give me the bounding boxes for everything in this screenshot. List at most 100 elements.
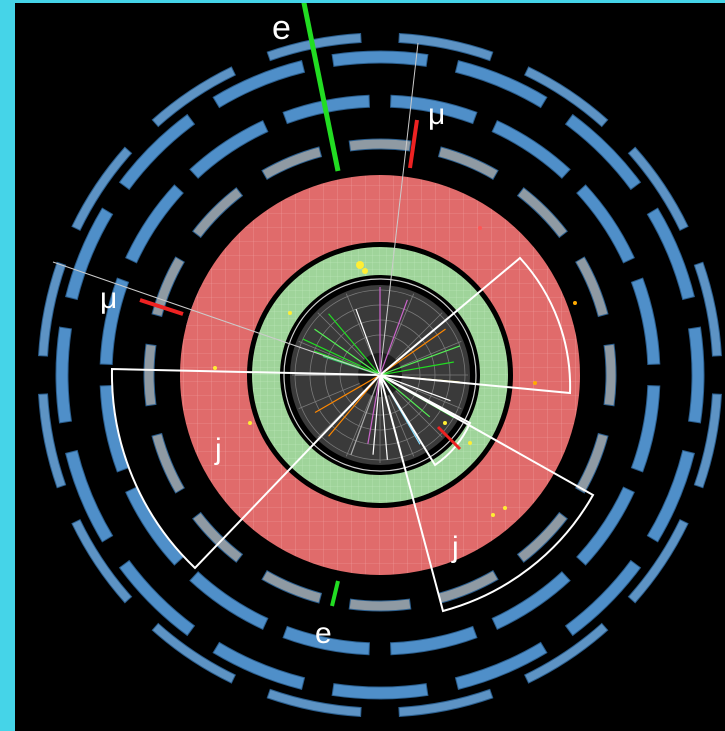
muon-chamber [38, 393, 67, 489]
muon-chamber [55, 326, 72, 424]
muon-chamber [261, 570, 323, 604]
track [314, 328, 381, 376]
muon-chamber [693, 393, 722, 489]
track [379, 361, 454, 376]
muon-chamber [491, 571, 571, 630]
track [379, 299, 408, 376]
energy-hit [356, 261, 364, 269]
energy-hit [491, 513, 495, 517]
jet-cone-upper-right [377, 256, 572, 395]
muon-chamber [516, 511, 568, 563]
energy-hit [288, 311, 292, 315]
energy-hit [573, 301, 577, 305]
energy-hit [478, 226, 482, 230]
jet-label-bottom: j [451, 531, 459, 564]
muon-chamber [125, 184, 184, 264]
event-display: e e μ μ j j [15, 3, 725, 731]
muon-chamber [630, 385, 661, 473]
energy-hit [248, 421, 252, 425]
muon-chamber [693, 261, 722, 357]
energy-hit [468, 441, 472, 445]
muon-chamber [454, 641, 548, 690]
muon-chamber [118, 559, 196, 637]
muon-chamber [348, 138, 412, 152]
muon-chamber [65, 449, 114, 543]
muon-chamber [99, 277, 130, 365]
muon-chamber [212, 60, 306, 109]
muon-chamber [71, 519, 133, 604]
event-display-svg: e e μ μ j j [38, 3, 722, 717]
muon-chamber [65, 207, 114, 301]
muon-chamber [99, 385, 130, 473]
muon-chamber [688, 326, 705, 424]
electron-track-bottom [330, 580, 340, 607]
muon-chamber [331, 50, 429, 67]
jet-label-left: j [214, 433, 222, 466]
muon-track-inner [436, 425, 462, 451]
muon-chamber [576, 184, 635, 264]
track [379, 345, 461, 376]
muon-chamber [524, 622, 609, 684]
muon-chamber [630, 277, 661, 365]
muon-chamber [603, 343, 617, 407]
muon-reference-line-top [379, 42, 419, 376]
muon-chamber [143, 343, 157, 407]
track [314, 374, 381, 414]
muon-chamber [646, 449, 695, 543]
muon-chamber [348, 598, 412, 612]
muon-chamber [564, 113, 642, 191]
energy-hit [533, 381, 537, 385]
muon-chamber [564, 559, 642, 637]
muon-spectrometer [38, 33, 722, 717]
muon-chamber [516, 187, 568, 239]
muon-chamber [261, 146, 323, 180]
muon-chamber [524, 66, 609, 128]
muon-chamber [627, 146, 689, 231]
muon-chamber [437, 570, 499, 604]
track [302, 338, 381, 376]
muon-chamber [189, 120, 269, 179]
muon-chamber [331, 683, 429, 700]
muon-chamber [390, 94, 478, 125]
track [379, 374, 431, 418]
muon-chamber [192, 511, 244, 563]
muon-chamber [390, 625, 478, 656]
track [379, 374, 451, 402]
energy-hit [362, 268, 368, 274]
muon-chamber [189, 571, 269, 630]
muon-reference-line-left [52, 261, 381, 376]
muon-chamber [576, 486, 635, 566]
solenoid-ring [283, 278, 477, 472]
track [372, 374, 381, 455]
track [328, 313, 381, 376]
electron-label-bottom: e [315, 617, 332, 650]
muon-chamber [282, 625, 370, 656]
muon-track-top [408, 119, 419, 169]
muon-chamber [151, 622, 236, 684]
jet-cone-left [110, 367, 383, 570]
muon-chamber [151, 66, 236, 128]
energy-hit [443, 421, 447, 425]
muon-chamber [71, 146, 133, 231]
muon-chamber [646, 207, 695, 301]
muon-label-right: μ [428, 98, 445, 131]
muon-track-left [139, 298, 184, 316]
muon-chamber [575, 256, 609, 318]
muon-label-left: μ [100, 282, 117, 315]
muon-chamber [575, 432, 609, 494]
electron-label-top: e [272, 9, 291, 47]
jet-cone-bottom-right [378, 372, 595, 613]
electron-track-top [301, 3, 341, 172]
muon-chamber [398, 33, 494, 62]
track [350, 374, 381, 456]
track [367, 374, 381, 445]
muon-chamber [627, 519, 689, 604]
muon-chamber [212, 641, 306, 690]
muon-chamber [437, 146, 499, 180]
muon-chamber [266, 688, 362, 717]
track [379, 328, 446, 376]
track [379, 374, 389, 460]
muon-chamber [125, 486, 184, 566]
muon-chamber [454, 60, 548, 109]
